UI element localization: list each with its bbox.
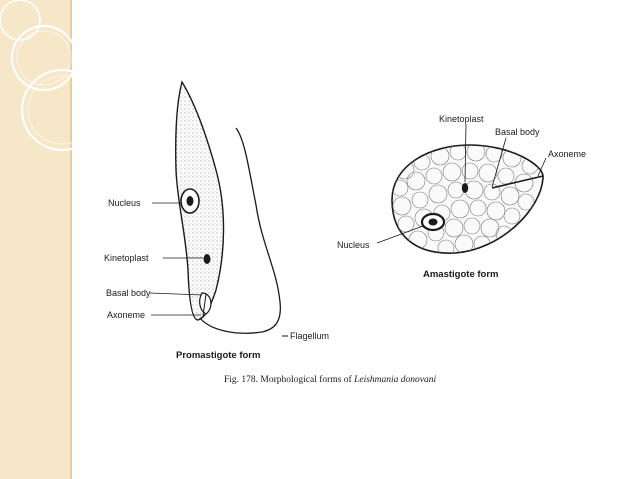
amastigote-kinetoplast [461, 183, 469, 193]
promastigote-kinetoplast-label: Kinetoplast [104, 253, 149, 263]
flagellum-label: Flagellum [290, 331, 329, 341]
caption-species: Leishmania donovani [353, 375, 436, 385]
amastigote-kinetoplast-label: Kinetoplast [439, 114, 484, 124]
decorative-rings [0, 0, 104, 152]
promastigote-nucleus-label: Nucleus [108, 198, 141, 208]
amastigote-basal-body-label: Basal body [495, 127, 540, 137]
amastigote-figure [376, 123, 547, 254]
promastigote-axoneme-label: Axoneme [107, 310, 145, 320]
flagellum-line [199, 127, 282, 334]
caption-prefix: Fig. 178. Morphological forms of [224, 374, 354, 385]
promastigote-kinetoplast [203, 254, 211, 264]
figure-caption: Fig. 178. Morphological forms of Leishma… [224, 374, 437, 385]
promastigote-basal-body [199, 292, 212, 315]
amastigote-title: Amastigote form [423, 269, 498, 280]
amastigote-nucleus-label: Nucleus [337, 240, 370, 250]
amastigote-axoneme-label: Axoneme [548, 149, 586, 159]
promastigote-figure [149, 80, 288, 337]
amastigote-axoneme [491, 175, 544, 189]
promastigote-title: Promastigote form [176, 350, 260, 361]
promastigote-basal-body-label: Basal body [106, 288, 151, 298]
